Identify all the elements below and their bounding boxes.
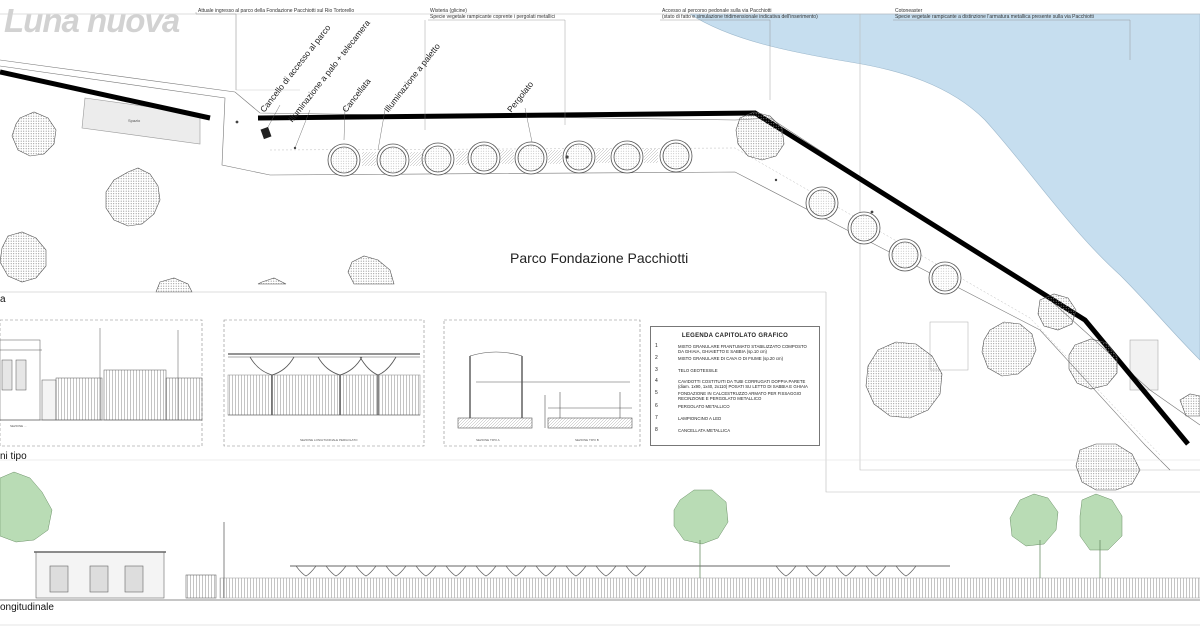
park-label: Parco Fondazione Pacchiotti	[510, 250, 689, 266]
note-pedestrian-access: Accesso al percorso pedonale sulla via P…	[662, 8, 872, 20]
elevation-trees	[0, 471, 1123, 551]
note-body: (stato di fatto e simulazione tridimensi…	[662, 14, 818, 20]
note-body: Specie vegetale rampicante coprente i pe…	[430, 14, 556, 20]
section-caption: SEZIONE ...	[10, 424, 27, 428]
path-edge-lower	[0, 65, 1171, 471]
drawing-title: Luna nuova	[4, 2, 180, 39]
note-wisteria: Wisteria (glicine) Specie vegetale rampi…	[430, 8, 630, 20]
grey-area	[929, 321, 969, 371]
building-label: Spazio	[128, 118, 141, 123]
section-caption: SEZIONE TIPO A	[476, 438, 500, 442]
section-label-typical: ni tipo	[0, 451, 27, 462]
note-title: Attuale ingresso al parco della Fondazio…	[198, 8, 355, 14]
legend-title: LEGENDA CAPITOLATO GRAFICO	[681, 333, 789, 339]
note-body: Specie vegetale rampicante a distinzione…	[895, 14, 1094, 20]
pergola-circles	[327, 139, 962, 295]
note-existing-entrance: Attuale ingresso al parco della Fondazio…	[198, 8, 428, 14]
section-3-drawing	[457, 351, 633, 429]
note-title: Cotoneaster	[895, 8, 923, 14]
river	[688, 13, 1200, 361]
note-title: Wisteria (glicine)	[430, 8, 467, 14]
note-title: Accesso al percorso pedonale sulla via P…	[662, 8, 772, 14]
plan-trees	[0, 111, 1200, 491]
section-caption: SEZIONE TIPO B	[575, 438, 599, 442]
longitudinal-section	[0, 522, 1200, 601]
section-2-drawing	[227, 353, 421, 416]
section-label-plan: a	[0, 294, 6, 305]
note-cotoneaster: Cotoneaster Specie vegetale rampicante a…	[895, 8, 1195, 20]
section-label-longitudinal: ongitudinale	[0, 602, 54, 613]
section-1-drawing	[0, 328, 203, 421]
fence-wall-line-main	[257, 110, 1190, 446]
fence-wall-line	[0, 69, 211, 121]
section-caption: SEZIONE LONGITUDINALE PERGOLATO	[300, 438, 358, 442]
